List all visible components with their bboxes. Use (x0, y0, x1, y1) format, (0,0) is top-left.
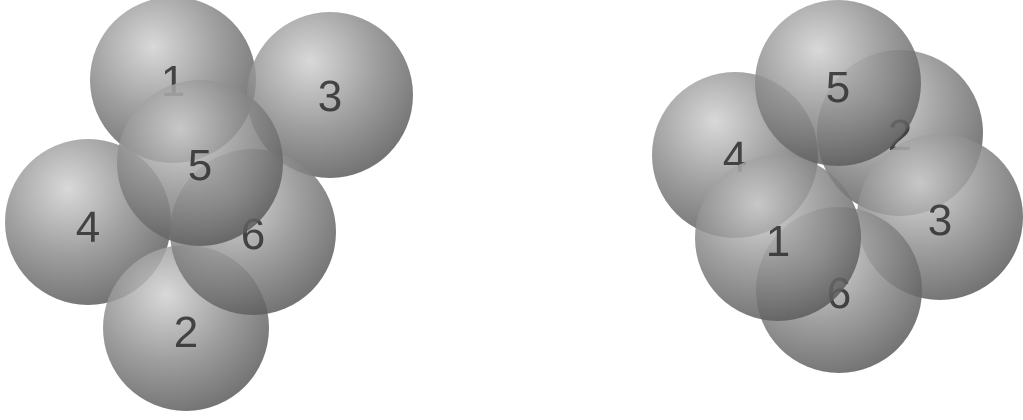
right-sphere-1: 1 (695, 155, 861, 321)
right-sphere-5: 5 (755, 0, 921, 166)
left-sphere-4-label: 4 (76, 203, 100, 252)
left-sphere-3-label: 3 (318, 72, 342, 121)
left-cluster: 1 3 4 2 6 5 (5, 0, 413, 411)
left-sphere-5-label: 5 (188, 141, 212, 190)
left-sphere-2-label: 2 (174, 308, 198, 357)
right-sphere-3-label: 3 (928, 196, 952, 245)
left-sphere-3: 3 (247, 12, 413, 178)
left-sphere-5: 5 (117, 80, 283, 246)
right-sphere-1-label: 1 (766, 217, 790, 266)
right-cluster: 2 4 3 6 1 5 (652, 0, 1023, 373)
right-sphere-5-label: 5 (826, 63, 850, 112)
